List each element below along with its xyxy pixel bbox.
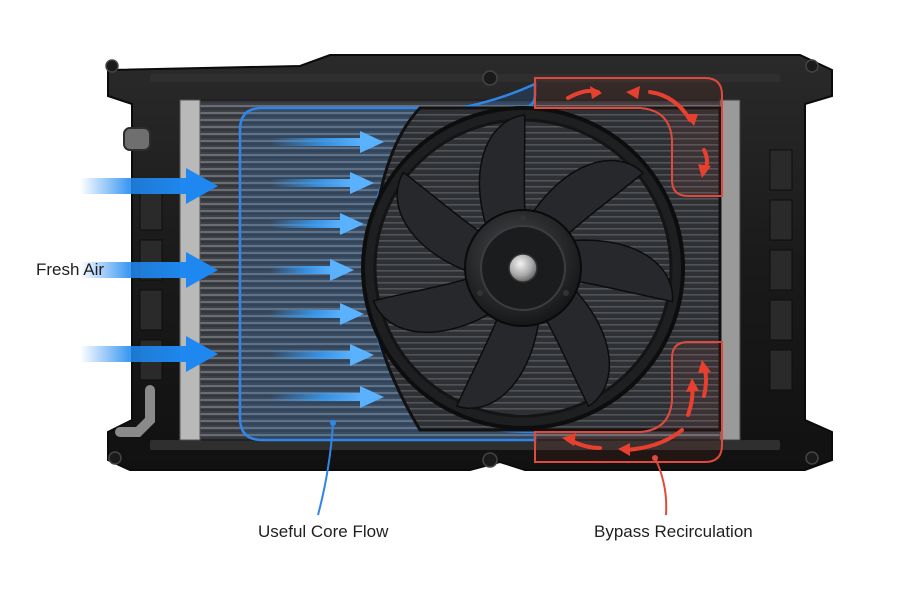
arrow-right-icon <box>80 168 218 204</box>
arrow-right-icon <box>80 252 218 288</box>
bypass-leader-line <box>652 455 668 516</box>
curved-arrow-icon <box>562 86 711 456</box>
arrow-right-icon <box>80 336 218 372</box>
core-flow-leader-line <box>317 420 336 516</box>
bypass-recirculation-label: Bypass Recirculation <box>594 522 753 541</box>
arrow-right-icon <box>270 386 384 408</box>
arrow-right-icon <box>270 213 364 235</box>
core-flow-arrows <box>270 131 384 408</box>
arrow-right-icon <box>270 172 374 194</box>
arrow-right-icon <box>270 259 354 281</box>
arrow-right-icon <box>270 131 384 153</box>
useful-core-flow-label: Useful Core Flow <box>258 522 389 541</box>
fresh-air-label: Fresh Air <box>36 260 105 279</box>
arrow-right-icon <box>270 303 364 325</box>
arrow-right-icon <box>270 344 374 366</box>
fan-icon <box>372 114 674 409</box>
fresh-air-arrows <box>80 168 218 372</box>
bypass-recirculation-region <box>534 77 723 463</box>
